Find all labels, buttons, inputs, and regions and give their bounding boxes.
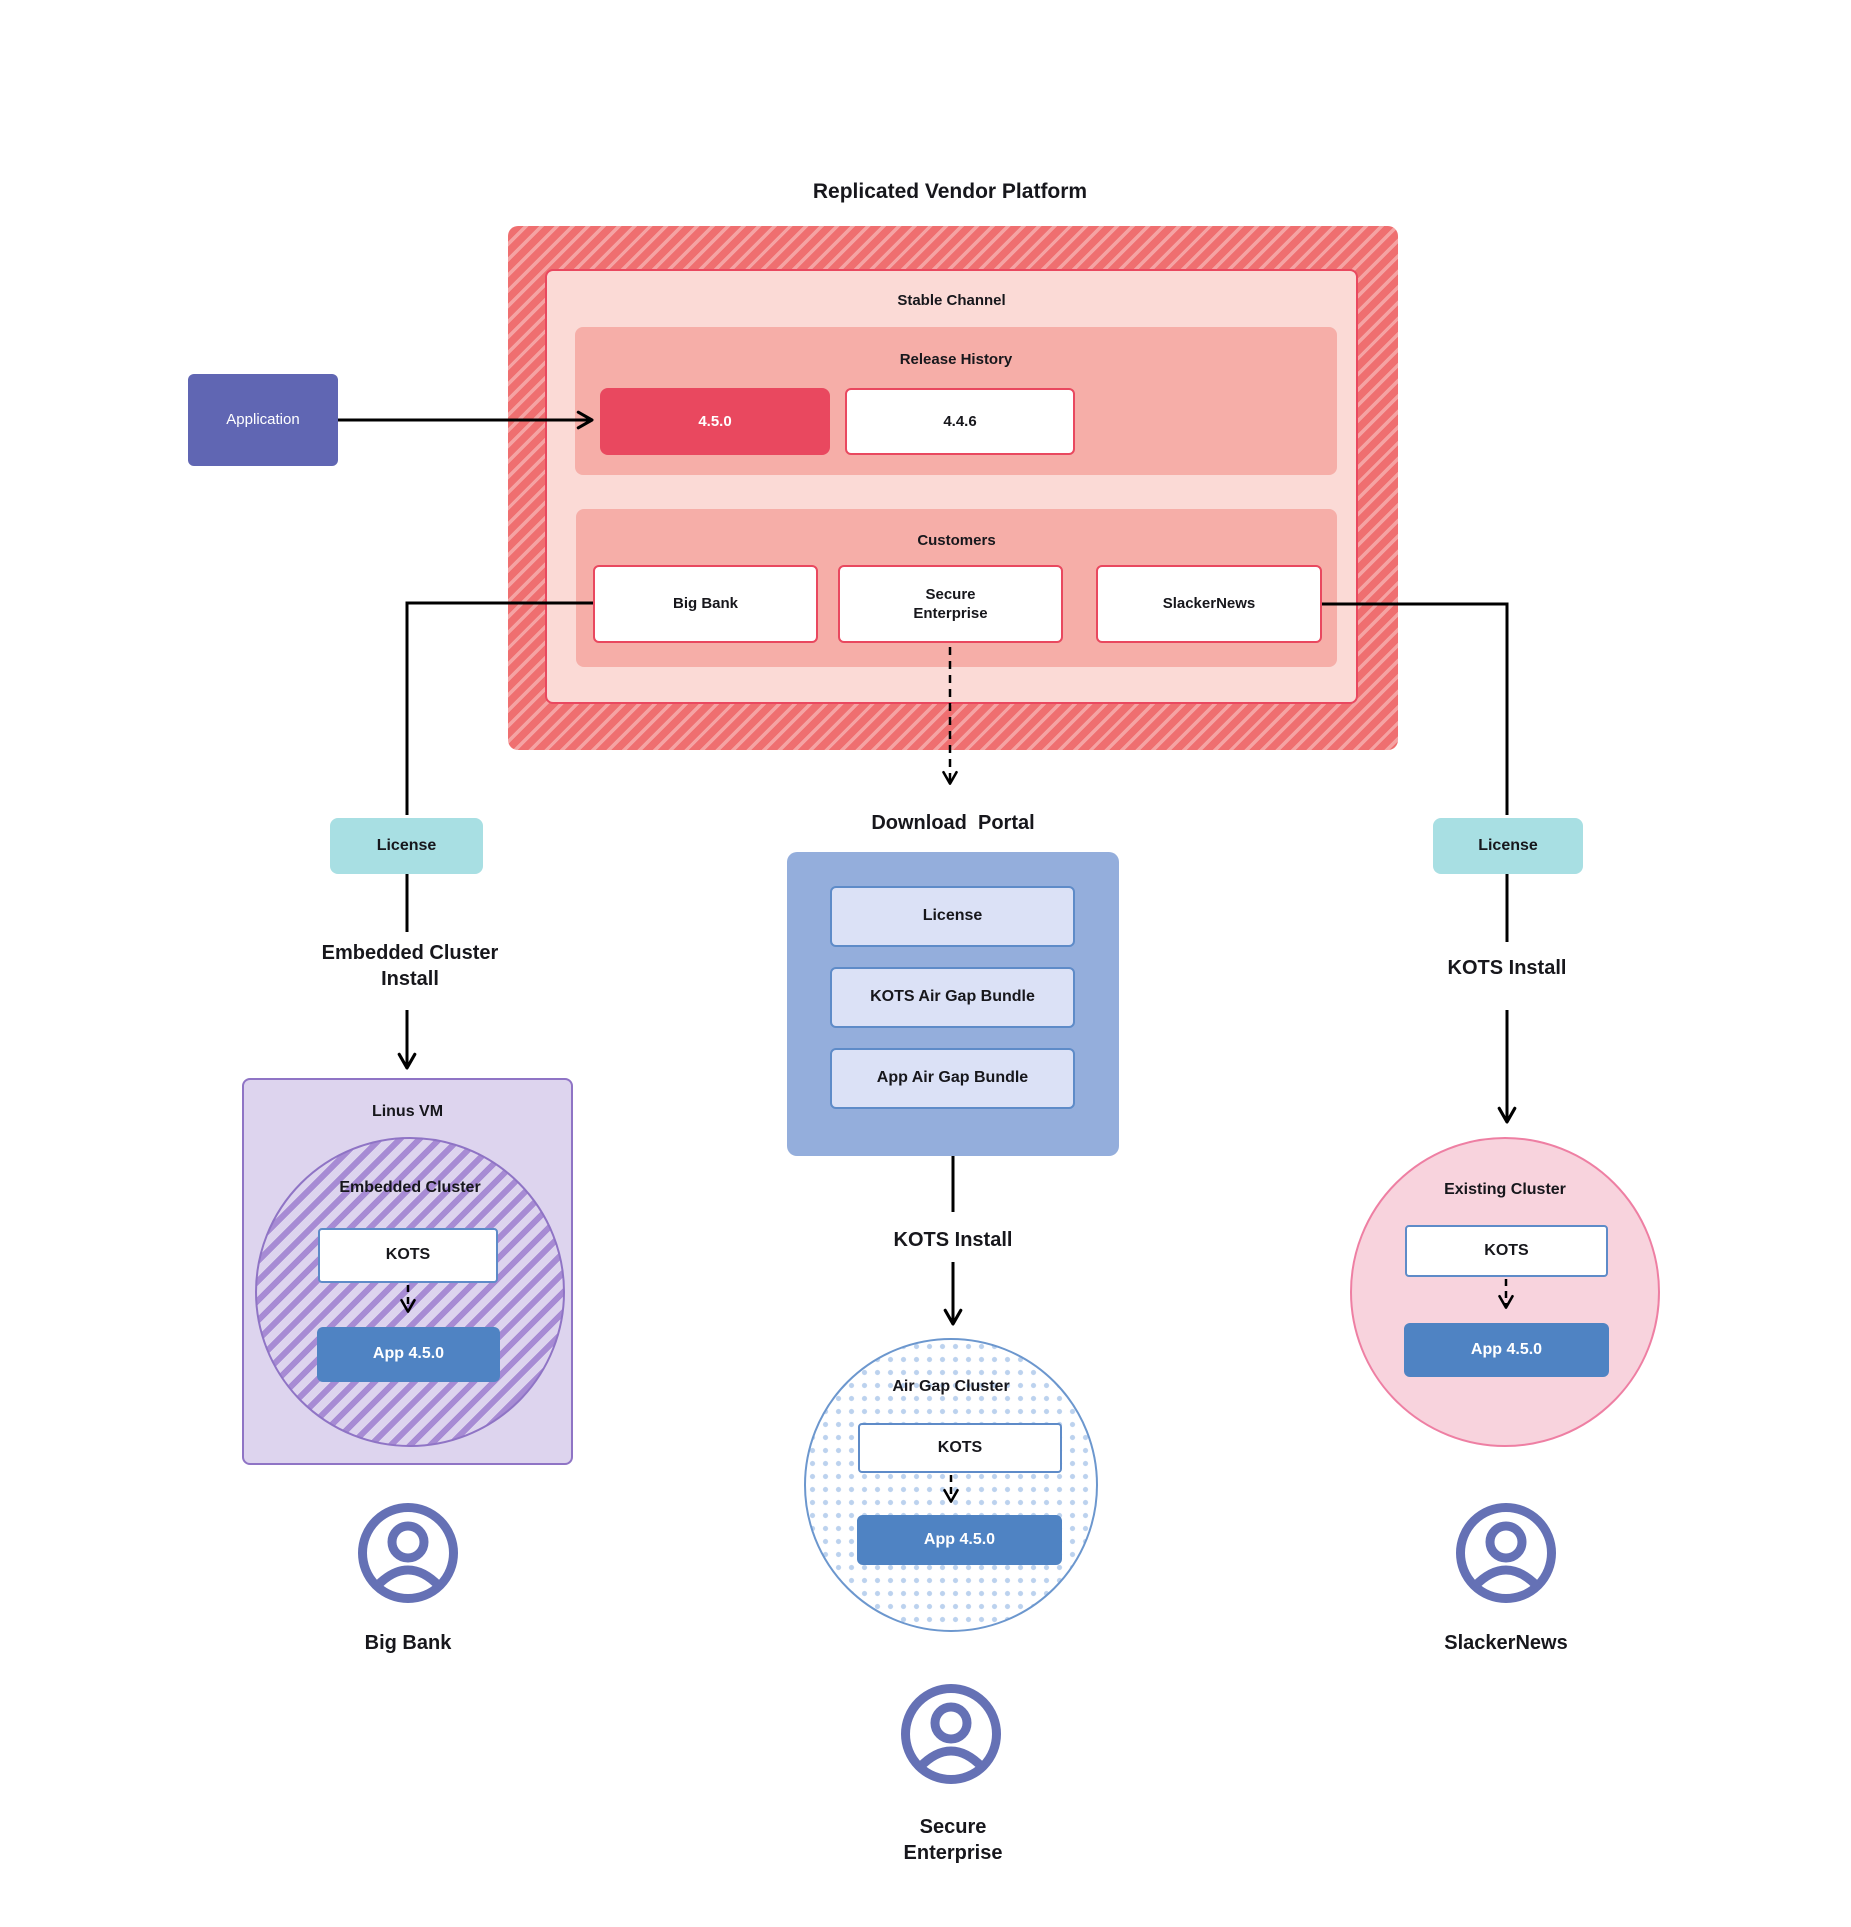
app-node-right-label: App 4.5.0 [1470, 1340, 1543, 1358]
app-node-middle-label: App 4.5.0 [923, 1530, 996, 1548]
kots-node-left: KOTS [318, 1228, 498, 1283]
customer-slackernews-label: SlackerNews [1162, 595, 1256, 613]
portal-item-license-label: License [922, 907, 983, 925]
release-history-label: Release History [899, 351, 1013, 368]
linus-vm-label: Linus VM [371, 1103, 444, 1120]
kots-node-left-label: KOTS [385, 1246, 431, 1264]
portal-item-app-bundle: App Air Gap Bundle [830, 1048, 1075, 1109]
license-node-left: License [330, 818, 483, 874]
portal-item-kots-bundle-label: KOTS Air Gap Bundle [870, 988, 1035, 1006]
kots-node-middle: KOTS [858, 1423, 1062, 1473]
kots-install-middle-label: KOTS Install [893, 1229, 1013, 1251]
user-icon-big-bank [358, 1503, 458, 1603]
license-node-left-label: License [376, 836, 437, 854]
application-node: Application [188, 374, 338, 466]
user-icon-secure-enterprise [901, 1684, 1001, 1784]
user-label-secure-enterprise-text: Secure Enterprise [903, 1816, 1003, 1864]
embedded-cluster-install-label: Embedded Cluster Install [321, 942, 499, 990]
customer-big-bank: Big Bank [593, 565, 818, 643]
kots-install-right-label: KOTS Install [1447, 957, 1567, 979]
portal-item-app-bundle-label: App Air Gap Bundle [876, 1069, 1029, 1087]
embedded-cluster-circle [255, 1137, 565, 1447]
user-label-secure-enterprise: Secure Enterprise [853, 1814, 1053, 1866]
license-node-right-label: License [1478, 836, 1538, 854]
portal-item-kots-bundle: KOTS Air Gap Bundle [830, 967, 1075, 1028]
stable-channel-label: Stable Channel [897, 292, 1006, 309]
customer-slackernews: SlackerNews [1096, 565, 1322, 643]
user-label-slackernews: SlackerNews [1444, 1632, 1568, 1654]
license-node-right: License [1433, 818, 1583, 874]
app-node-middle: App 4.5.0 [857, 1515, 1062, 1565]
release-current-label: 4.5.0 [698, 412, 732, 430]
application-label: Application [226, 411, 300, 429]
app-node-right: App 4.5.0 [1404, 1323, 1609, 1377]
release-version-previous: 4.4.6 [845, 388, 1075, 455]
release-previous-label: 4.4.6 [943, 412, 977, 430]
kots-node-right-label: KOTS [1484, 1241, 1529, 1259]
download-portal-title: Download Portal [871, 812, 1035, 834]
user-label-big-bank: Big Bank [364, 1632, 452, 1654]
diagram-title: Replicated Vendor Platform [812, 180, 1088, 203]
customers-label: Customers [917, 532, 996, 549]
embedded-cluster-label: Embedded Cluster [339, 1179, 481, 1196]
app-node-left: App 4.5.0 [317, 1327, 500, 1382]
kots-node-middle-label: KOTS [937, 1438, 983, 1456]
kots-node-right: KOTS [1405, 1225, 1608, 1277]
release-version-current: 4.5.0 [600, 388, 830, 455]
existing-cluster-label: Existing Cluster [1444, 1181, 1566, 1198]
app-node-left-label: App 4.5.0 [372, 1345, 445, 1363]
air-gap-cluster-label: Air Gap Cluster [892, 1378, 1010, 1395]
customer-secure-enterprise-label: Secure Enterprise [913, 585, 988, 623]
user-icon-slackernews [1456, 1503, 1556, 1603]
customer-secure-enterprise: Secure Enterprise [838, 565, 1063, 643]
customer-big-bank-label: Big Bank [672, 595, 738, 613]
portal-item-license: License [830, 886, 1075, 947]
